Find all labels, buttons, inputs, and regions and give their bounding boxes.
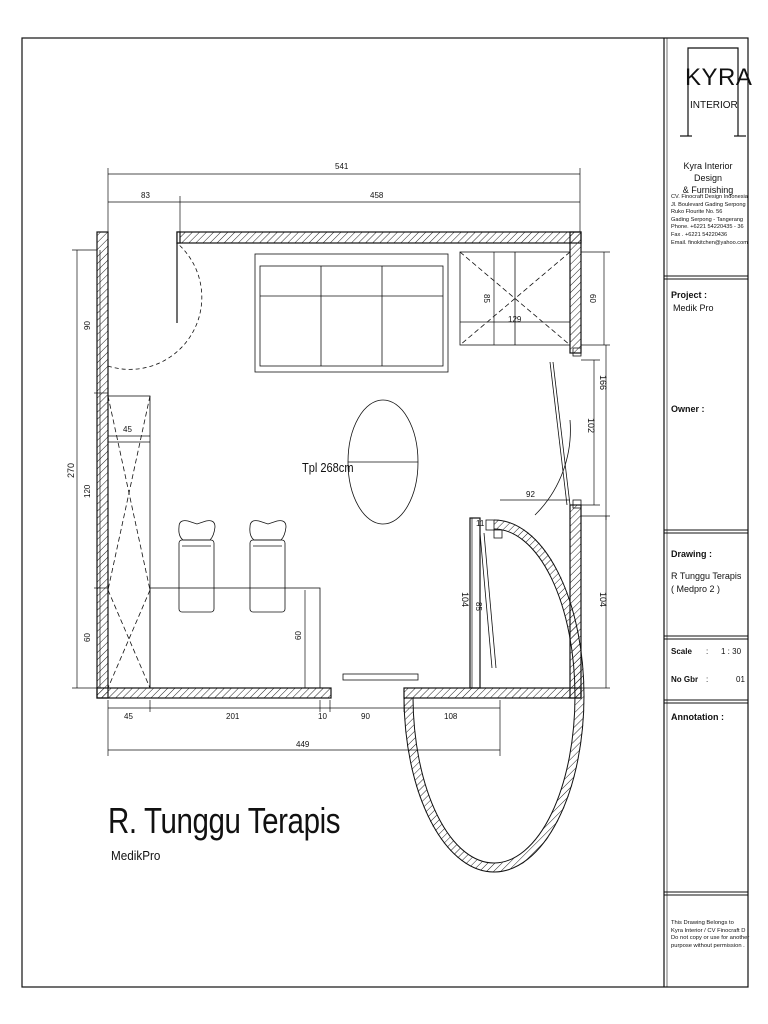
- dim-right-104: 104: [598, 592, 608, 607]
- copyright-line: This Drawing Belongs to: [671, 920, 734, 926]
- kyra-logo-icon: [680, 47, 746, 137]
- dim-inner-104: 104: [460, 592, 470, 607]
- drawing-value-1: R Tunggu Terapis: [671, 571, 742, 581]
- chair-left: [178, 520, 216, 613]
- dim-bot-108: 108: [444, 712, 458, 721]
- copyright-line: purpose without permission .: [671, 942, 745, 949]
- address-line: Gading Serpong - Tangerang: [671, 216, 744, 223]
- dimension-lines: [72, 168, 610, 756]
- company-address: CV. Finocraft Design Indonesia Jl. Boule…: [671, 194, 748, 247]
- address-line: Ruko Flourite No. 56: [671, 209, 723, 216]
- dim-right-60: 60: [588, 294, 597, 303]
- nogbr-colon: :: [706, 675, 709, 684]
- project-label: Project :: [671, 290, 708, 300]
- dim-bot-45: 45: [124, 712, 133, 721]
- annotation-label: Annotation :: [671, 712, 724, 722]
- left-cabinet: [107, 395, 151, 689]
- nogbr-label: No Gbr: [671, 675, 699, 684]
- desk: [149, 587, 321, 689]
- drawing-title: R. Tunggu Terapis: [108, 800, 341, 841]
- drawing-subtitle: MedikPro: [111, 848, 161, 863]
- scale-value: 1 : 30: [721, 647, 742, 656]
- dim-cab-h: 85: [482, 294, 491, 303]
- address-line: Email. finokitchen@yahoo.com: [671, 239, 748, 246]
- curved-door-arc: [403, 519, 585, 873]
- copyright-line: Kyra Interior / CV Finocraft D I: [671, 927, 749, 934]
- entrance-door: [107, 242, 203, 370]
- drawing-value-2: ( Medpro 2 ): [671, 584, 721, 594]
- address-line: Jl. Boulevard Gading Serpong: [671, 201, 746, 208]
- dim-bot-90: 90: [361, 712, 370, 721]
- dim-bot-total: 449: [296, 740, 310, 749]
- company-name: Kyra Interior Design & Furnishing: [682, 161, 734, 195]
- dim-top-left: 83: [141, 191, 150, 200]
- dim-left-bot: 60: [83, 633, 92, 642]
- chair-right: [249, 520, 287, 613]
- dim-cab-depth: 45: [123, 425, 132, 434]
- dim-top-total: 541: [335, 162, 349, 171]
- owner-label: Owner :: [671, 404, 705, 414]
- dim-cab-w: 129: [508, 315, 522, 324]
- scale-colon: :: [706, 647, 709, 656]
- dim-right-166: 166: [598, 375, 608, 390]
- dim-inner-11: 11: [476, 519, 485, 528]
- inner-door: [479, 519, 503, 669]
- address-line: CV. Finocraft Design Indonesia: [671, 194, 748, 200]
- dim-bot-10: 10: [318, 712, 327, 721]
- dim-left-mid: 120: [83, 484, 92, 498]
- address-line: Fax . +6221 54220436: [671, 231, 728, 238]
- right-swing-door: [534, 347, 582, 516]
- logo-text-interior: INTERIOR: [690, 100, 738, 111]
- title-block-rows: [664, 275, 748, 896]
- sofa: [254, 253, 449, 373]
- dim-top-right: 458: [370, 191, 384, 200]
- copyright-line: Do not copy or use for another: [671, 935, 750, 942]
- dim-door-92: 92: [526, 490, 535, 499]
- sheet-border: [21, 37, 749, 988]
- corner-cabinet: [459, 251, 571, 346]
- table-label: Tpl 268cm: [302, 460, 354, 475]
- scale-label: Scale: [671, 647, 692, 656]
- address-line: Phone. +6221 54220435 - 36: [671, 224, 744, 231]
- dim-right-102: 102: [586, 418, 596, 433]
- copyright-notice: This Drawing Belongs to Kyra Interior / …: [671, 920, 749, 950]
- dim-inner-85: 85: [474, 602, 483, 611]
- nogbr-value: 01: [736, 675, 745, 684]
- dim-desk-depth: 60: [294, 631, 303, 640]
- bench: [342, 673, 419, 681]
- logo-text-kyra: KYRA: [685, 64, 753, 91]
- drawing-label: Drawing :: [671, 549, 713, 559]
- dim-left-top: 90: [83, 321, 92, 330]
- dim-bot-201: 201: [226, 712, 240, 721]
- project-value: Medik Pro: [673, 303, 714, 313]
- dim-left-total: 270: [66, 463, 76, 478]
